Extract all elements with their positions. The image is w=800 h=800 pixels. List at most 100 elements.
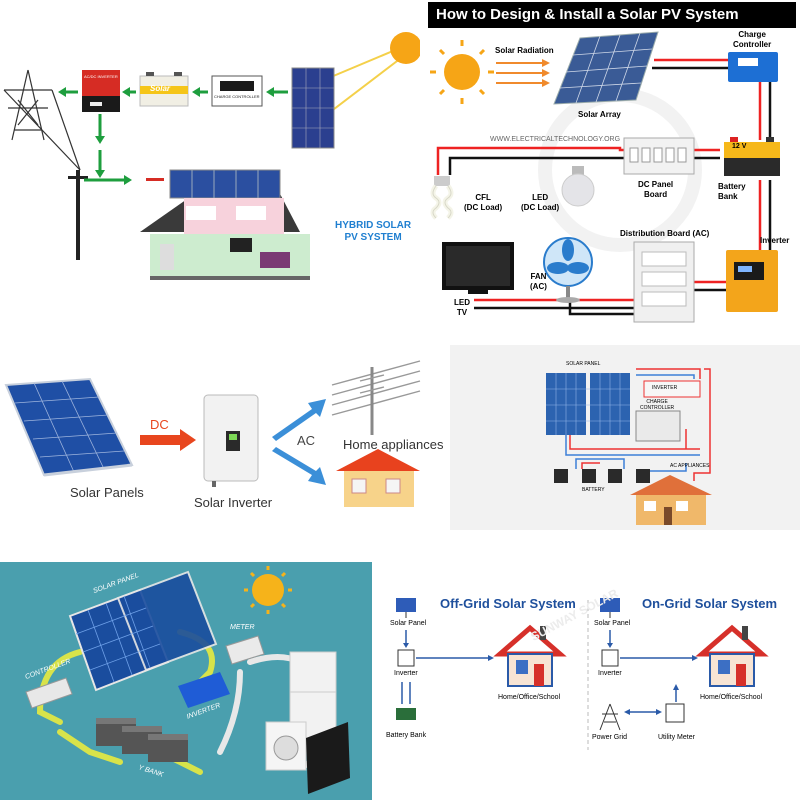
- led-dc-line1: LED: [532, 193, 549, 202]
- ac-arrows: [272, 399, 326, 485]
- on-grid-solar-panel-label: Solar Panel: [594, 620, 631, 627]
- distribution-board-label: Distribution Board (AC): [620, 229, 710, 238]
- solar-radiation-label: Solar Radiation: [495, 46, 554, 55]
- hybrid-title-line2: PV SYSTEM: [344, 232, 402, 243]
- sun-icon: [390, 32, 420, 64]
- battery-voltage-label: 12 V: [732, 143, 747, 150]
- sun-icon: [244, 566, 292, 614]
- battery-bank-label: Battery Bank: [718, 182, 746, 202]
- tv-icon: [306, 722, 350, 794]
- on-grid-flow: [599, 598, 769, 731]
- charge-controller-line2: Controller: [733, 40, 772, 49]
- panel-system-wiring: SOLAR PANEL INVERTER CHARGE CONTROLLER A…: [450, 345, 800, 530]
- solar-panel-icon: [291, 67, 335, 149]
- home-appliances-label: Home appliances: [343, 437, 444, 452]
- on-grid-inverter-icon: [601, 649, 619, 667]
- cfl-bulb-icon: [430, 176, 454, 220]
- flow-arrows: [58, 87, 288, 185]
- ac-label: AC: [297, 433, 316, 448]
- battery-brand-label: Solar: [150, 84, 171, 93]
- website-label: WWW.ELECTRICALTECHNOLOGY.ORG: [490, 136, 621, 143]
- hybrid-diagram: [3, 32, 420, 280]
- radiation-arrows: [496, 59, 550, 87]
- install-title: How to Design & Install a Solar PV Syste…: [436, 6, 739, 23]
- charge-controller-small-label: CHARGE CONTROLLER: [214, 94, 260, 99]
- on-grid-inverter-label: Inverter: [598, 670, 622, 677]
- solar-array-icon: [553, 31, 659, 105]
- off-grid-battery-icon: [396, 708, 416, 720]
- on-grid-home-label: Home/Office/School: [700, 694, 763, 701]
- dc-panel-board-icon: [623, 137, 695, 175]
- inverter-box-icon: [643, 380, 701, 398]
- fan-icon: [543, 237, 593, 303]
- simple-flow-panel: DC AC Solar Panels Solar Inverter Home a…: [0, 345, 445, 520]
- power-grid-icon: [599, 703, 621, 731]
- off-grid-solar-panel-label: Solar Panel: [390, 620, 427, 627]
- dc-label: DC: [150, 417, 169, 432]
- dc-panel-line1: DC Panel: [638, 180, 674, 189]
- solar-inverter-icon: [203, 394, 259, 487]
- dc-panel-board-label: DC Panel Board: [638, 180, 673, 200]
- inverter-label: Inverter: [760, 236, 790, 245]
- grid-comparison-diagram: [396, 598, 769, 750]
- led-tv-line1: LED: [454, 298, 470, 307]
- fan-label: FAN (AC): [530, 272, 547, 292]
- ac-dc-inverter-label: AC/DC INVERTER: [84, 74, 118, 79]
- off-grid-title: Off-Grid Solar System: [440, 596, 576, 611]
- led-tv-icon: [442, 242, 514, 294]
- charge-controller-box-icon: [635, 410, 681, 442]
- utility-meter-label: Utility Meter: [658, 734, 695, 741]
- on-grid-home-icon: [695, 624, 769, 687]
- solar-panels-icon: [68, 570, 218, 692]
- iso-meter-label: METER: [230, 624, 255, 631]
- fan-line2: (AC): [530, 282, 547, 291]
- solar-panels-label: Solar Panels: [70, 485, 144, 500]
- utility-meter-icon: [665, 703, 685, 723]
- charge-controller-icon: [211, 75, 263, 107]
- led-dc-line2: (DC Load): [521, 203, 560, 212]
- hybrid-title: HYBRID SOLAR PV SYSTEM: [335, 220, 411, 244]
- solar-panel-array-icon: [546, 373, 630, 435]
- off-grid-home-label: Home/Office/School: [498, 694, 561, 701]
- inverter-icon: [178, 672, 230, 708]
- wiring-charge-line2: CONTROLLER: [640, 405, 675, 411]
- battery-bank-line1: Battery: [718, 182, 746, 191]
- on-grid-title: On-Grid Solar System: [642, 596, 778, 611]
- sun-icon: [430, 40, 494, 104]
- battery-icon: [139, 72, 189, 107]
- battery-bank-icon: [96, 718, 188, 762]
- wiring-charge-line1: CHARGE: [646, 399, 668, 405]
- off-grid-inverter-label: Inverter: [394, 670, 418, 677]
- led-dc-label: LED (DC Load): [521, 193, 559, 213]
- washing-machine-icon: [265, 721, 307, 771]
- hybrid-title-line1: HYBRID SOLAR: [335, 220, 412, 231]
- meter-icon: [225, 635, 265, 665]
- led-tv-label: LED TV: [454, 298, 470, 318]
- off-grid-solar-panel-icon: [396, 598, 416, 612]
- battery-bank-line2: Bank: [718, 192, 738, 201]
- charge-controller-line1: Charge: [738, 30, 766, 39]
- cfl-line2: (DC Load): [464, 203, 503, 212]
- off-grid-inverter-icon: [397, 649, 415, 667]
- utility-pole-icon: [68, 170, 88, 260]
- off-grid-flow: [396, 598, 567, 720]
- battery-bank-icon: [724, 137, 780, 176]
- controller-icon: [25, 677, 73, 709]
- battery-row-icon: [554, 469, 650, 483]
- fan-line1: FAN: [530, 272, 547, 281]
- transmission-tower-icon: [3, 69, 81, 171]
- install-panel: How to Design & Install a Solar PV Syste…: [420, 0, 800, 330]
- install-diagram: [430, 31, 780, 323]
- simple-flow-diagram: [4, 360, 421, 507]
- house-icon: [336, 449, 420, 507]
- wiring-charge-controller-label: CHARGE CONTROLLER: [640, 399, 674, 411]
- wiring-solar-panel-label: SOLAR PANEL: [566, 361, 601, 367]
- distribution-board-icon: [633, 241, 695, 323]
- dc-arrow: [140, 429, 196, 451]
- ac-dc-inverter-icon: [82, 70, 120, 112]
- solar-array-label: Solar Array: [578, 110, 621, 119]
- wiring-inverter-label: INVERTER: [652, 385, 678, 391]
- led-tv-line2: TV: [456, 308, 468, 317]
- cfl-line1: CFL: [475, 193, 491, 202]
- charge-controller-label: Charge Controller: [733, 30, 771, 50]
